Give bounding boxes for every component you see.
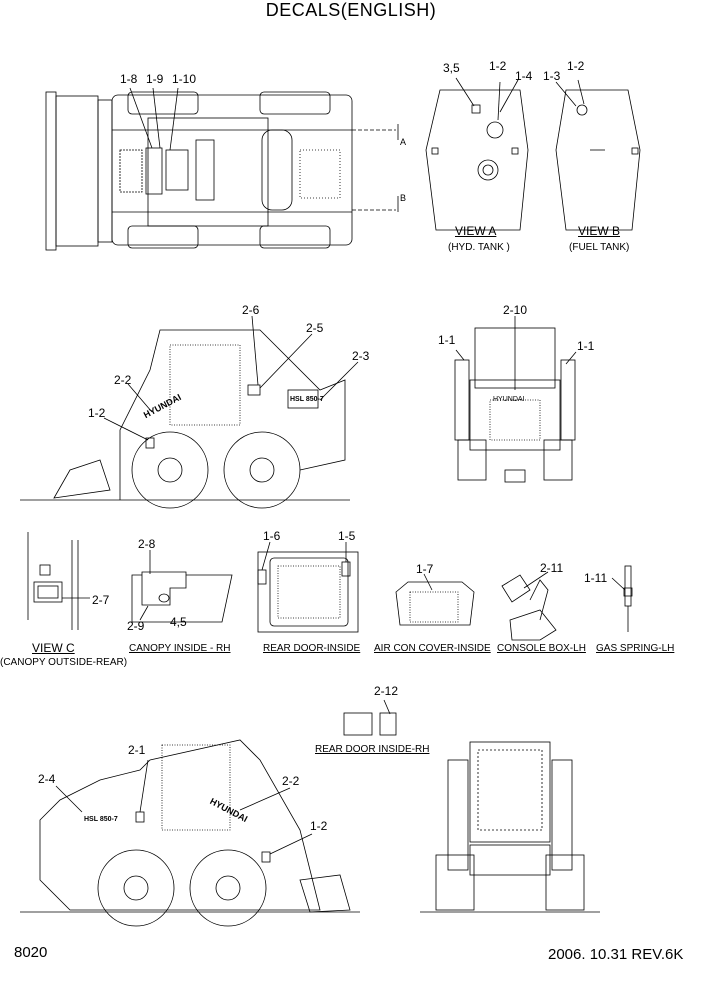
callout-2-1: 2-1 <box>128 743 146 757</box>
side-view-rh-drawing <box>20 739 360 927</box>
model-decal-rh: HSL 850-7 <box>84 816 118 823</box>
aircon-cover-drawing <box>395 573 475 626</box>
view-a-drawing <box>425 77 529 231</box>
callout-2-9: 2-9 <box>127 619 145 633</box>
callout-4-5: 4,5 <box>170 615 187 629</box>
callout-1-1-left: 1-1 <box>438 333 456 347</box>
hyundai-decal-rear: HYUNDAI <box>493 396 525 403</box>
callout-2-2-lh: 2-2 <box>114 373 132 387</box>
callout-2-10: 2-10 <box>503 303 528 317</box>
callout-2-8: 2-8 <box>138 537 156 551</box>
revision-date: 2006. 10.31 REV.6K <box>548 946 684 963</box>
page-number: 8020 <box>14 944 48 961</box>
model-decal-lh: HSL 850-7 <box>290 396 324 403</box>
callout-b: B <box>400 193 407 203</box>
callout-1-1-right: 1-1 <box>577 339 595 353</box>
callout-1-2-lh: 1-2 <box>88 406 106 420</box>
page-title: DECALS(ENGLISH) <box>265 0 437 20</box>
view-c-drawing <box>27 532 90 630</box>
top-view-drawing <box>45 87 399 251</box>
callout-1-4: 1-4 <box>515 69 533 83</box>
callout-1-7: 1-7 <box>416 562 434 576</box>
callout-1-2-rh: 1-2 <box>310 819 328 833</box>
callout-2-3: 2-3 <box>352 349 370 363</box>
caption-aircon-cover: AIR CON COVER-INSIDE <box>374 643 491 654</box>
caption-rear-door-inside: REAR DOOR-INSIDE <box>263 643 361 654</box>
caption-canopy-inside: CANOPY INSIDE - RH <box>129 643 231 654</box>
rear-door-inside-drawing <box>257 541 359 633</box>
caption-gas-spring: GAS SPRING-LH <box>596 643 675 654</box>
caption-rear-door-inside-rh: REAR DOOR INSIDE-RH <box>315 744 430 755</box>
caption-view-a: VIEW A <box>455 224 497 238</box>
caption-view-c: VIEW C <box>32 641 75 655</box>
callout-1-11: 1-11 <box>584 571 608 585</box>
callout-1-8: 1-8 <box>120 72 138 86</box>
callout-2-2-rh: 2-2 <box>282 774 300 788</box>
callout-3-5: 3,5 <box>443 61 460 75</box>
callout-1-5: 1-5 <box>338 529 356 543</box>
view-b-drawing <box>555 79 641 231</box>
callout-2-12: 2-12 <box>374 684 399 698</box>
callout-a: A <box>400 137 407 147</box>
gas-spring-drawing <box>611 565 633 632</box>
console-box-drawing <box>501 571 557 641</box>
caption-console-box: CONSOLE BOX-LH <box>497 643 586 654</box>
front-view-drawing <box>420 741 600 913</box>
callout-2-5: 2-5 <box>306 321 324 335</box>
callout-2-4: 2-4 <box>38 772 56 786</box>
callout-1-9: 1-9 <box>146 72 164 86</box>
rear-door-inside-rh-drawing <box>343 699 397 736</box>
callout-2-11: 2-11 <box>540 561 564 575</box>
callout-1-2-view-b: 1-2 <box>567 59 585 73</box>
callout-1-6: 1-6 <box>263 529 281 543</box>
caption-view-b: VIEW B <box>578 224 621 238</box>
canopy-inside-drawing <box>131 550 233 623</box>
callout-1-2-view-a: 1-2 <box>489 59 507 73</box>
rear-view-drawing <box>454 316 577 483</box>
callout-2-7: 2-7 <box>92 593 110 607</box>
callout-1-3: 1-3 <box>543 69 561 83</box>
callout-1-10: 1-10 <box>172 72 197 86</box>
side-view-lh-drawing <box>20 315 359 509</box>
caption-view-b-sub: (FUEL TANK) <box>569 242 630 253</box>
caption-view-c-sub: (CANOPY OUTSIDE-REAR) <box>0 657 128 668</box>
callout-2-6: 2-6 <box>242 303 260 317</box>
caption-view-a-sub: (HYD. TANK ) <box>448 242 510 253</box>
